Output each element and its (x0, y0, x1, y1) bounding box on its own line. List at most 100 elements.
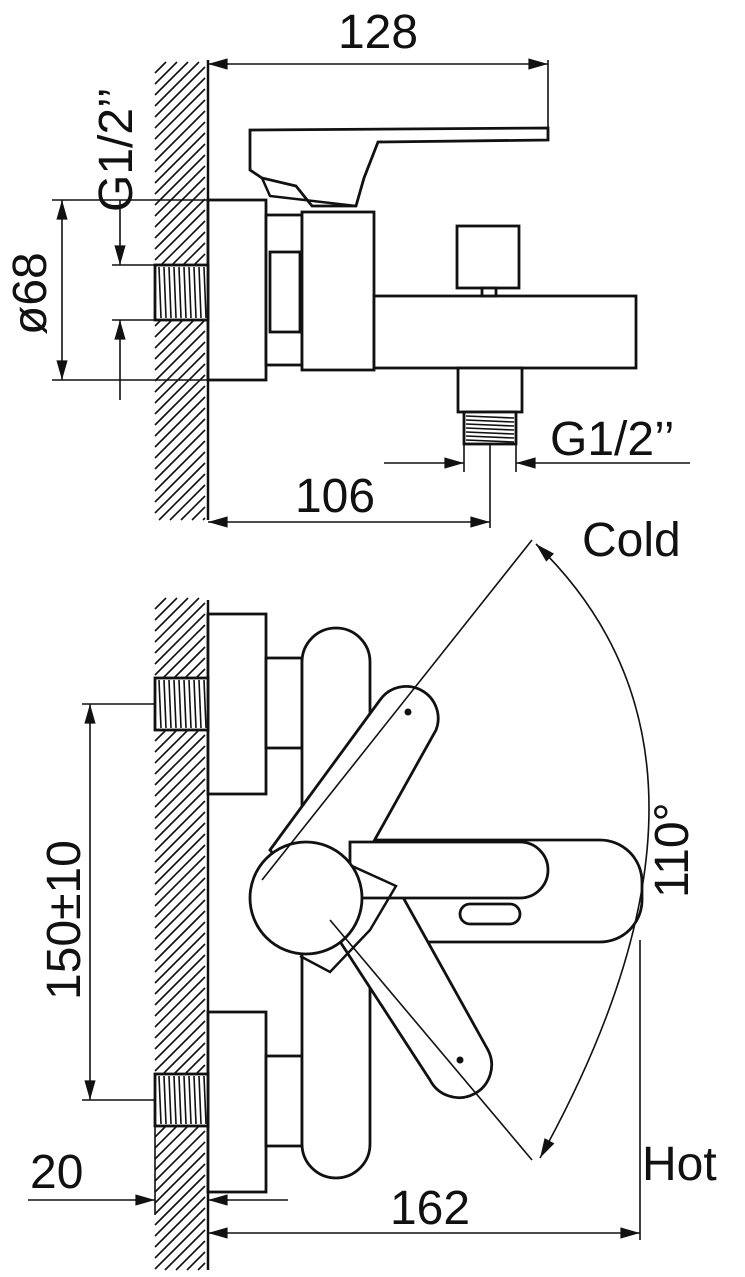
hatch-line (154, 319, 206, 371)
hatch-line (154, 888, 206, 940)
hatch-line (154, 61, 178, 85)
hatch-line (154, 418, 206, 470)
thread-line (188, 266, 192, 319)
hatch-line (154, 822, 206, 874)
hatch-line (154, 165, 206, 217)
hatch-line (154, 66, 206, 118)
handle-hub-link (299, 864, 398, 974)
hatch-line (202, 517, 206, 521)
thread-line (465, 427, 515, 431)
handle-neutral-position (348, 840, 550, 900)
thread-line (465, 435, 515, 439)
diverter-knob-top (455, 224, 521, 290)
hatch-line (154, 602, 206, 654)
outlet-thread-lines (465, 415, 515, 443)
hatch-line (154, 998, 206, 1050)
hatch-line (154, 1185, 206, 1237)
hatch-line (154, 330, 206, 382)
thread-line (465, 419, 515, 423)
label-20: 20 (30, 1146, 83, 1199)
faucet-body-top (300, 210, 376, 372)
hatch-line (154, 899, 206, 951)
thread-line (163, 266, 167, 319)
hatch-line (180, 495, 206, 521)
hatch-line (154, 121, 206, 173)
hatch-line (154, 910, 206, 962)
thread-line (465, 431, 515, 435)
thread-line (158, 1075, 162, 1125)
thread-line (465, 439, 515, 443)
escutcheon-lower (206, 1010, 268, 1194)
thread-line (163, 1075, 167, 1125)
hatch-line (154, 77, 206, 129)
hot-handle-dot (456, 1056, 464, 1064)
hatch-line (154, 1130, 206, 1182)
inlet-thread-lines-lower (158, 1075, 207, 1125)
hatch-line (154, 597, 189, 632)
hatch-line (154, 866, 206, 918)
label-d68: ø68 (4, 252, 57, 335)
hatch-line (154, 1218, 206, 1270)
hatch-line (154, 965, 206, 1017)
connector-upper (264, 656, 304, 750)
hatch-line (154, 833, 206, 885)
hatch-line (154, 976, 206, 1028)
spout-aerator (458, 902, 522, 926)
hatch-line (154, 429, 206, 481)
diverter-stem-top (480, 286, 498, 298)
hatch-line (154, 451, 206, 503)
thread-line (198, 266, 202, 319)
thread-line (173, 1075, 177, 1125)
label-162: 162 (390, 1182, 470, 1235)
hatch-line (154, 396, 206, 448)
hatch-line (154, 1207, 206, 1259)
label-110-deg: 110° (646, 802, 699, 898)
hatch-line (154, 1196, 206, 1248)
hatch-line (158, 473, 206, 521)
hatch-line (154, 363, 206, 415)
hatch-line (154, 143, 206, 195)
thread-line (198, 679, 202, 729)
handle-base-top (260, 177, 357, 208)
thread-line (203, 1075, 207, 1125)
hatch-line (169, 484, 206, 521)
hatch-line (154, 61, 189, 96)
label-g12-outlet: G1/2’’ (550, 413, 675, 466)
hatch-line (154, 341, 206, 393)
hatch-line (154, 597, 178, 621)
rotation-arc (535, 543, 650, 1159)
outlet-body-top (456, 366, 524, 414)
hatch-line (154, 61, 167, 74)
thread-line (178, 266, 182, 319)
hatch-line (154, 176, 206, 228)
connector-lower (264, 1054, 304, 1148)
hatch-line (154, 844, 206, 896)
thread-line (188, 679, 192, 729)
label-hot: Hot (642, 1138, 717, 1191)
hatch-line (154, 1141, 206, 1193)
label-cold: Cold (582, 514, 681, 567)
handle-lever-top (248, 126, 550, 208)
hatch-line (154, 407, 206, 459)
hatch-line (154, 1152, 206, 1204)
hatch-line (164, 1229, 206, 1271)
hatch-line (154, 1009, 206, 1061)
hatch-line (154, 624, 206, 676)
hatch-line (191, 506, 206, 521)
thread-line (178, 1075, 182, 1125)
thread-line (183, 679, 187, 729)
hatch-line (154, 987, 206, 1039)
thread-line (168, 1075, 172, 1125)
cold-handle-dot (404, 708, 412, 716)
thread-line (203, 679, 207, 729)
hatch-line (154, 374, 206, 426)
hatch-line (154, 756, 206, 808)
hatch-line (154, 99, 206, 151)
thread-line (183, 1075, 187, 1125)
thread-line (173, 679, 177, 729)
hatch-line (154, 932, 206, 984)
thread-line (168, 266, 172, 319)
hatch-line (154, 132, 206, 184)
label-150: 150±10 (38, 840, 91, 1000)
thread-line (203, 266, 207, 319)
